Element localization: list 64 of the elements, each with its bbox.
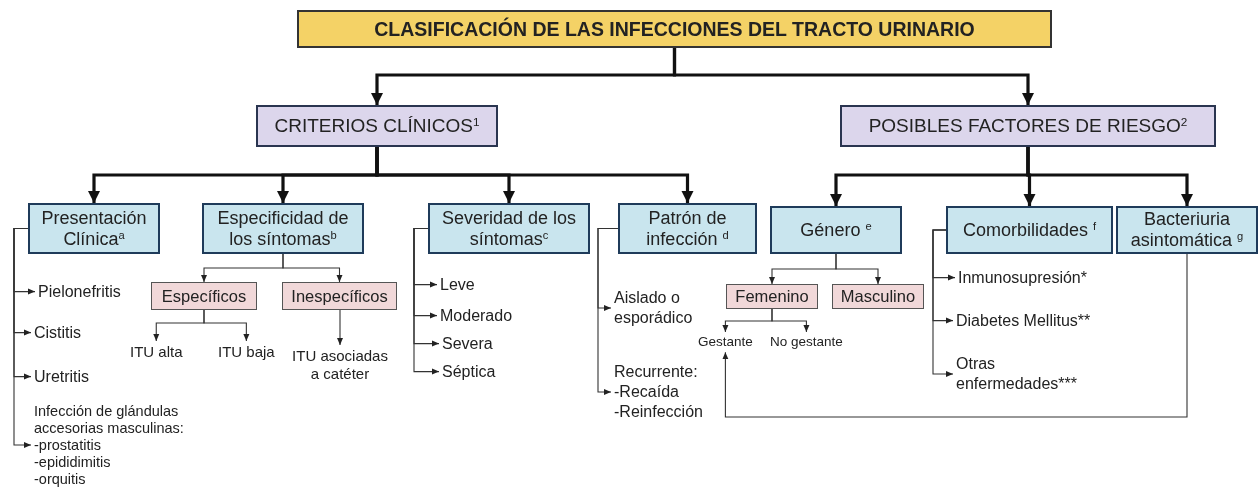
arrow (413, 227, 440, 375)
box-label: Inespecíficos (291, 286, 388, 306)
box-label: Especificidad de los síntomas$^{b}$ (216, 207, 350, 250)
arrow (282, 253, 343, 283)
box-label: Género $^{e}$ (800, 219, 872, 241)
item-text: Diabetes Mellitus** (956, 311, 1091, 331)
title-text: CLASIFICACIÓN DE LAS INFECCIONES DEL TRACTO URINARIO (374, 17, 975, 41)
criterion-box (1116, 206, 1258, 254)
arrow (597, 227, 619, 395)
arrow (932, 229, 954, 377)
category-box (256, 105, 498, 147)
subcategory-box (832, 284, 924, 309)
arrow (722, 253, 1188, 418)
item-text: -prostatitis (34, 436, 101, 454)
box-label: Severidad de los síntomas$^{c}$ (440, 207, 578, 250)
criterion-box (202, 203, 364, 254)
item-text: Cistitis (34, 323, 82, 343)
item-text: Séptica (442, 362, 496, 382)
box-label: Femenino (735, 287, 809, 306)
arrow (1026, 147, 1193, 206)
criterion-box (28, 203, 160, 254)
arrow (835, 253, 881, 285)
box-label: Bacteriuria asintomática $^{g}$ (1129, 209, 1245, 251)
arrow (337, 309, 343, 346)
item-text: -Reinfección (614, 402, 703, 422)
criterion-box (770, 206, 902, 254)
item-text: Gestante (698, 334, 753, 351)
item-text: Aislado o esporádico (614, 288, 714, 328)
box-label: Masculino (840, 287, 916, 306)
item-text: Infección de glándulas accesorias masculinas: (34, 403, 185, 437)
item-text: ITU asociadas a catéter (290, 347, 390, 383)
item-text: Moderado (440, 306, 513, 326)
box-label: Patrón de infección $^{d}$ (645, 207, 730, 250)
item-text: Uretritis (34, 367, 90, 387)
arrow (771, 308, 810, 333)
arrow (375, 147, 694, 203)
item-text: -orquitis (34, 470, 86, 488)
item-text: Recurrente: (614, 362, 698, 382)
item-text: Severa (442, 334, 493, 354)
item-text: No gestante (770, 334, 843, 351)
criterion-box (618, 203, 757, 254)
criterion-box (946, 206, 1113, 254)
category-box (840, 105, 1216, 147)
criterion-box (428, 203, 590, 254)
item-text: -Recaída (614, 382, 679, 402)
arrow (672, 48, 1034, 105)
subcategory-box (726, 284, 818, 309)
title-box (297, 10, 1052, 48)
arrow (203, 309, 250, 342)
box-label: Presentación Clínica$^{a}$ (40, 207, 148, 250)
item-text: Inmunosupresión* (958, 268, 1087, 288)
box-label: POSIBLES FACTORES DE RIESGO$^{2}$ (868, 115, 1188, 137)
item-text: ITU alta (130, 343, 183, 361)
subcategory-box (151, 282, 257, 310)
item-text: Pielonefritis (38, 282, 121, 302)
item-text: ITU baja (218, 343, 275, 361)
item-text: Otras enfermedades*** (956, 354, 1106, 394)
box-label: Comorbilidades $^{f}$ (962, 219, 1097, 241)
item-text: Leve (440, 275, 475, 295)
box-label: Específicos (161, 286, 247, 306)
box-label: CRITERIOS CLÍNICOS$^{1}$ (274, 115, 480, 137)
arrow (13, 227, 32, 448)
item-text: -epididimitis (34, 453, 111, 471)
subcategory-box (282, 282, 397, 310)
